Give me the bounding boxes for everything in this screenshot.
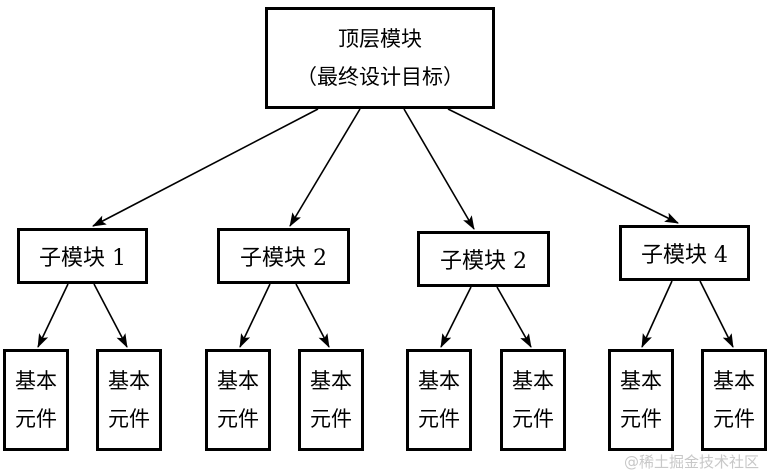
component-label-bottom: 元件 (620, 407, 662, 431)
arrow-root-to-module-3 (403, 108, 475, 230)
component-label-top: 基本 (620, 369, 662, 393)
watermark: @稀土掘金技术社区 (623, 453, 759, 471)
component-label-bottom: 元件 (512, 407, 554, 431)
submodule-label: 子模块 4 (641, 243, 728, 268)
arrow-root-to-module-2 (289, 108, 361, 227)
component-label-top: 基本 (15, 369, 57, 393)
component-label-top: 基本 (418, 369, 460, 393)
arrow-root-to-module-1 (92, 108, 319, 227)
submodule-box-2: 子模块 2 (217, 228, 350, 284)
component-label-bottom: 元件 (15, 407, 57, 431)
top-module-subtitle: （最终设计目标） (296, 65, 464, 89)
component-label-bottom: 元件 (310, 407, 352, 431)
component-box: 基本 元件 (608, 349, 674, 451)
arrow-module-3-to-component-1 (440, 286, 472, 348)
submodule-box-3: 子模块 2 (417, 231, 550, 287)
component-label-bottom: 元件 (418, 407, 460, 431)
submodule-label: 子模块 1 (39, 246, 126, 271)
component-box: 基本 元件 (500, 349, 566, 451)
top-module-box: 顶层模块 （最终设计目标） (265, 7, 495, 109)
component-label-bottom: 元件 (108, 407, 150, 431)
component-label-top: 基本 (713, 369, 755, 393)
arrow-module-4-to-component-1 (641, 280, 673, 348)
component-label-top: 基本 (217, 369, 259, 393)
arrow-module-2-to-component-2 (295, 283, 330, 348)
submodule-box-1: 子模块 1 (17, 228, 148, 284)
component-box: 基本 元件 (205, 349, 271, 451)
submodule-label: 子模块 2 (240, 246, 327, 271)
arrow-module-1-to-component-1 (37, 283, 69, 348)
component-box: 基本 元件 (701, 349, 767, 451)
component-box: 基本 元件 (406, 349, 472, 451)
component-label-top: 基本 (108, 369, 150, 393)
arrow-module-2-to-component-1 (239, 283, 271, 348)
arrow-root-to-module-4 (447, 108, 679, 224)
component-box: 基本 元件 (298, 349, 364, 451)
component-label-top: 基本 (310, 369, 352, 393)
submodule-label: 子模块 2 (440, 249, 527, 274)
top-module-title: 顶层模块 (338, 27, 422, 51)
component-label-top: 基本 (512, 369, 554, 393)
arrow-module-3-to-component-2 (496, 286, 532, 348)
submodule-box-4: 子模块 4 (619, 225, 750, 281)
arrow-module-1-to-component-2 (93, 283, 128, 348)
component-box: 基本 元件 (3, 349, 69, 451)
arrow-module-4-to-component-2 (699, 280, 734, 348)
component-label-bottom: 元件 (217, 407, 259, 431)
component-label-bottom: 元件 (713, 407, 755, 431)
component-box: 基本 元件 (96, 349, 162, 451)
